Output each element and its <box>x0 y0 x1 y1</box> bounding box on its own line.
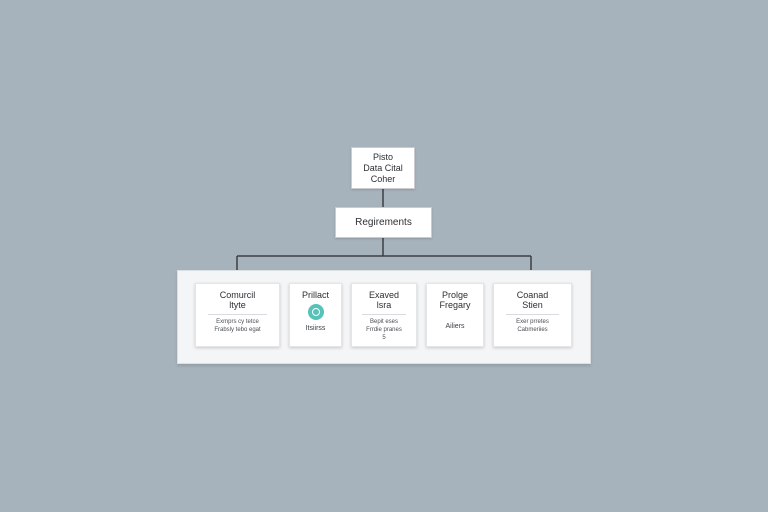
root-node: Pisto Data Cital Coher <box>351 147 415 189</box>
child-card-3-sub-line-3: 5 <box>382 335 386 341</box>
child-card-1-sub-line-1: Exmprs cy tetce <box>216 319 259 325</box>
child-card-2-body: Itsiirss <box>305 325 326 332</box>
child-card-1-title-line-2: ltyte <box>229 300 246 310</box>
root-node-line-2: Data Cital <box>363 163 403 173</box>
child-card-5-title: Coanad Stien <box>494 290 571 310</box>
child-card-3-title-line-1: Exaved <box>368 290 400 300</box>
requirements-label: Regirements <box>355 217 412 228</box>
child-card-4-title: Prolge Fregary <box>427 290 483 310</box>
child-card-3: Exaved lsra Bepit eses Frrdie pranes 5 <box>351 283 417 347</box>
child-card-5: Coanad Stien Exer prretes Cabmeriies <box>493 283 572 347</box>
child-card-1-sub-line-2: Frabsly tebo egat <box>214 327 261 333</box>
child-card-4: Prolge Fregary Ailiers <box>426 283 484 347</box>
child-card-5-subtext: Exer prretes Cabmeriies <box>494 318 571 334</box>
child-card-5-sub-line-2: Cabmeriies <box>517 327 548 333</box>
child-card-3-subtext: Bepit eses Frrdie pranes 5 <box>352 318 416 342</box>
child-card-3-sub-line-1: Bepit eses <box>369 319 399 325</box>
child-card-4-body: Ailiers <box>445 323 465 330</box>
child-card-1-title-line-1: Comurcil <box>219 290 256 300</box>
child-card-5-divider <box>505 314 560 315</box>
child-card-2-title-line-1: Prillact <box>301 290 329 300</box>
child-card-3-divider <box>361 314 407 315</box>
child-card-3-title: Exaved lsra <box>352 290 416 310</box>
child-card-5-sub-line-1: Exer prretes <box>516 319 549 325</box>
child-card-4-title-line-2: Fregary <box>439 300 471 310</box>
child-card-5-title-line-2: Stien <box>522 300 543 310</box>
child-card-1-subtext: Exmprs cy tetce Frabsly tebo egat <box>196 318 279 334</box>
child-card-2: Prillact Itsiirss <box>289 283 342 347</box>
root-node-line-1: Pisto <box>372 152 393 162</box>
child-card-3-title-line-2: lsra <box>376 300 392 310</box>
child-card-1-title: Comurcil ltyte <box>196 290 279 310</box>
gear-icon <box>307 304 324 320</box>
child-card-4-title-line-1: Prolge <box>441 290 468 300</box>
child-card-3-sub-line-2: Frrdie pranes <box>366 327 402 333</box>
child-card-5-title-line-1: Coanad <box>516 290 549 300</box>
child-card-1-divider <box>208 314 267 315</box>
requirements-node: Regirements <box>335 207 432 238</box>
root-node-line-3: Coher <box>370 174 396 184</box>
child-card-1: Comurcil ltyte Exmprs cy tetce Frabsly t… <box>195 283 280 347</box>
child-card-2-title: Prillact <box>290 290 341 300</box>
